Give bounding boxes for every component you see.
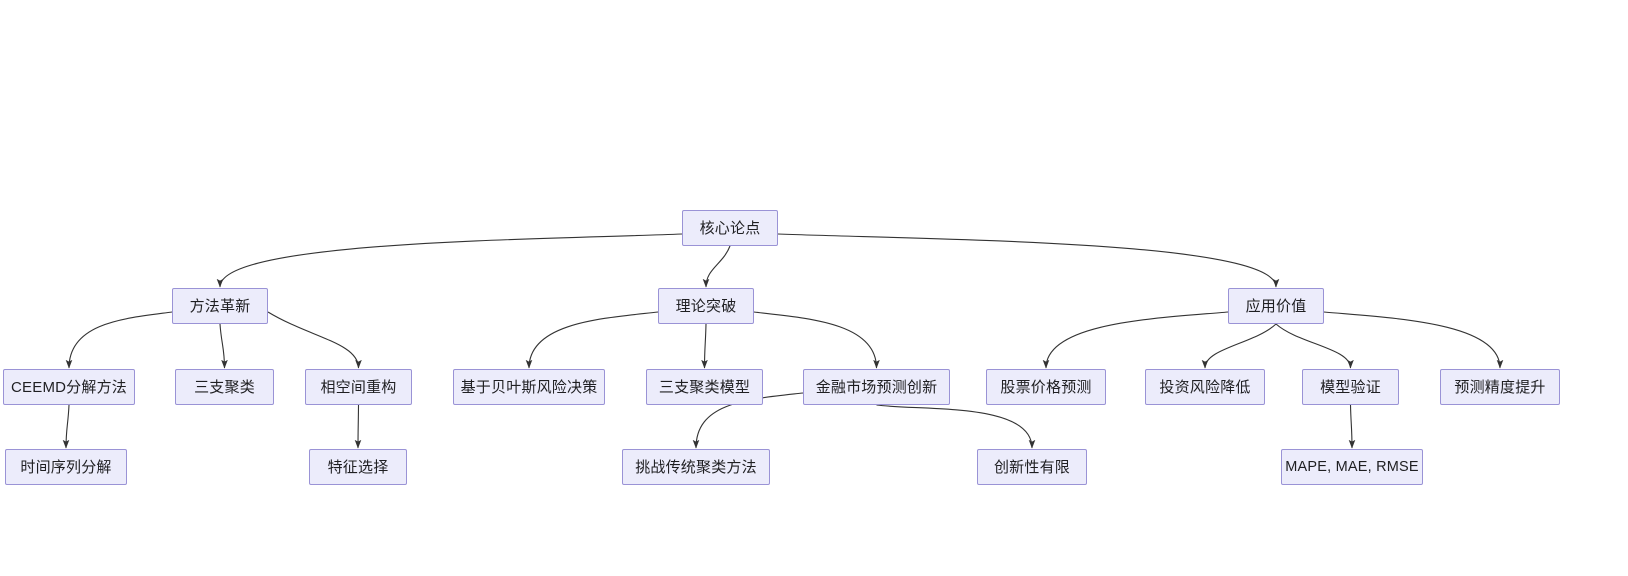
node-label: 投资风险降低 <box>1159 378 1251 396</box>
node-label: 时间序列分解 <box>20 458 112 476</box>
edge-l1c-to-l2g <box>1042 311 1229 369</box>
edge-l2f-to-l3d <box>876 404 1036 449</box>
node-label: 三支聚类模型 <box>658 378 751 396</box>
edge-l1c-to-l2i <box>1275 323 1354 369</box>
node-l2e[interactable]: 三支聚类模型 <box>646 369 763 405</box>
node-label: 方法革新 <box>189 297 251 315</box>
node-l2i[interactable]: 模型验证 <box>1302 369 1399 405</box>
edge-l1a-to-l2b <box>219 323 228 369</box>
node-label: 股票价格预测 <box>1000 378 1092 396</box>
edge-l1a-to-l2a <box>65 311 173 369</box>
node-label: 挑战传统聚类方法 <box>635 458 757 476</box>
node-label: 三支聚类 <box>194 378 255 396</box>
node-label: 特征选择 <box>327 458 389 476</box>
node-l3a[interactable]: 时间序列分解 <box>5 449 127 485</box>
node-l3d[interactable]: 创新性有限 <box>977 449 1087 485</box>
node-label: CEEMD分解方法 <box>11 378 127 396</box>
node-label: 基于贝叶斯风险决策 <box>460 378 598 396</box>
node-label: 应用价值 <box>1245 297 1307 315</box>
node-l2b[interactable]: 三支聚类 <box>175 369 274 405</box>
edge-l1b-to-l2d <box>525 311 659 369</box>
edge-l2a-to-l3a <box>62 404 70 449</box>
node-l2h[interactable]: 投资风险降低 <box>1145 369 1265 405</box>
node-label: 理论突破 <box>675 297 737 315</box>
node-l1a[interactable]: 方法革新 <box>172 288 268 324</box>
edge-root-to-l1a <box>216 233 683 288</box>
edge-l1c-to-l2j <box>1323 311 1504 369</box>
node-label: 相空间重构 <box>320 378 397 396</box>
node-l3e[interactable]: MAPE, MAE, RMSE <box>1281 449 1423 485</box>
node-l2d[interactable]: 基于贝叶斯风险决策 <box>453 369 605 405</box>
node-l2g[interactable]: 股票价格预测 <box>986 369 1106 405</box>
node-l3c[interactable]: 挑战传统聚类方法 <box>622 449 770 485</box>
node-l3b[interactable]: 特征选择 <box>309 449 407 485</box>
node-label: 金融市场预测创新 <box>815 378 938 396</box>
node-l1c[interactable]: 应用价值 <box>1228 288 1324 324</box>
node-label: 创新性有限 <box>993 458 1070 476</box>
edge-root-to-l1c <box>777 233 1280 288</box>
edge-l1b-to-l2f <box>753 311 880 369</box>
node-l2c[interactable]: 相空间重构 <box>305 369 412 405</box>
node-l2f[interactable]: 金融市场预测创新 <box>803 369 950 405</box>
edge-root-to-l1b <box>702 245 731 288</box>
edge-l1c-to-l2h <box>1201 323 1277 369</box>
edge-l1a-to-l2c <box>267 311 362 369</box>
node-root[interactable]: 核心论点 <box>682 210 778 246</box>
node-l2j[interactable]: 预测精度提升 <box>1440 369 1560 405</box>
node-label: 核心论点 <box>699 219 761 237</box>
node-label: 预测精度提升 <box>1454 378 1546 396</box>
edge-l1b-to-l2e <box>701 323 708 369</box>
edge-l2c-to-l3b <box>354 404 362 449</box>
node-l2a[interactable]: CEEMD分解方法 <box>3 369 135 405</box>
node-label: MAPE, MAE, RMSE <box>1285 458 1419 475</box>
node-label: 模型验证 <box>1320 378 1381 396</box>
node-l1b[interactable]: 理论突破 <box>658 288 754 324</box>
edge-l2i-to-l3e <box>1348 404 1356 449</box>
edge-paths <box>62 233 1504 449</box>
